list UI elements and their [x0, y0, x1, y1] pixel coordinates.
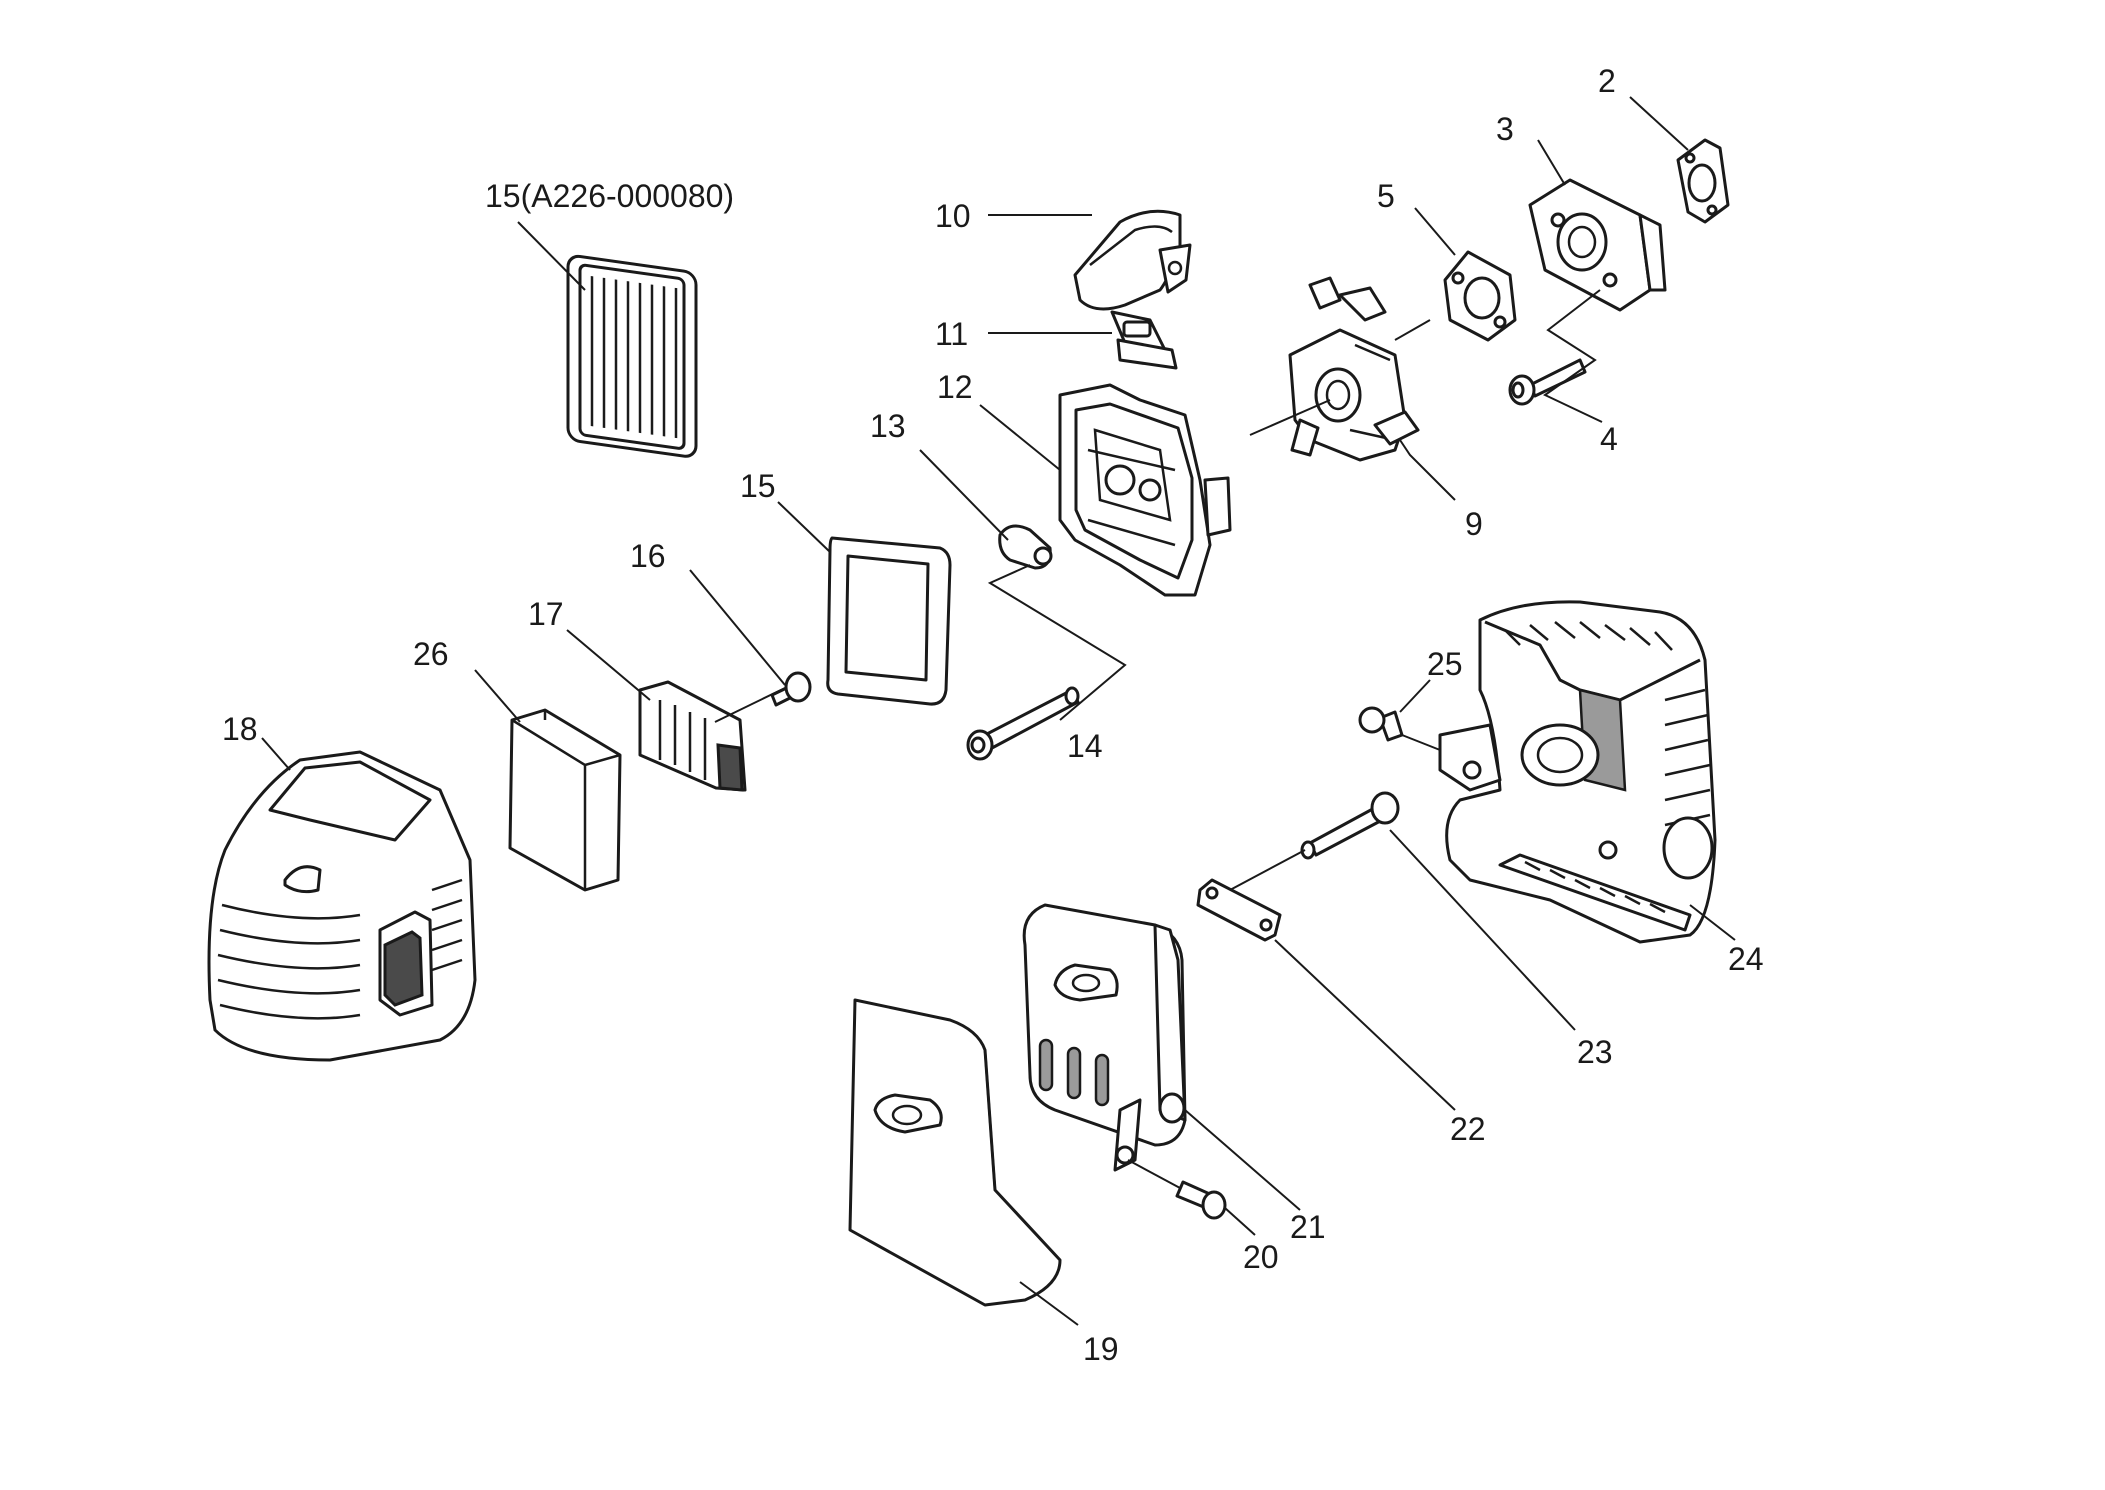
leader-9: [1399, 439, 1456, 501]
callout-22: 22: [1450, 1111, 1486, 1147]
callout-20: 20: [1243, 1239, 1279, 1275]
part-15-alt-pleated-filter: [566, 254, 698, 458]
leader-16b: [714, 687, 786, 723]
part-22-plate: [1196, 878, 1282, 942]
leader-23: [1389, 829, 1576, 1031]
callout-14: 14: [1067, 728, 1103, 764]
part-20-bolt: [1175, 1180, 1227, 1220]
leader-16: [689, 569, 786, 686]
callout-12: 12: [937, 369, 973, 405]
callout-19: 19: [1083, 1331, 1119, 1367]
callout-24: 24: [1728, 941, 1764, 977]
part-17-bracket: [638, 680, 747, 792]
leader-14: [987, 564, 1127, 721]
part-21-muffler: [1022, 903, 1187, 1172]
callout-25: 25: [1427, 646, 1463, 682]
callout-16: 16: [630, 538, 666, 574]
leader-9b: [1249, 399, 1331, 436]
leader-9c: [1394, 319, 1431, 341]
part-12-air-cleaner-case: [1058, 383, 1232, 597]
callout-4: 4: [1600, 421, 1618, 457]
callout-23: 23: [1577, 1034, 1613, 1070]
leader-22b: [1229, 849, 1306, 891]
callout-9: 9: [1465, 506, 1483, 542]
callout-15: 15: [740, 468, 776, 504]
part-4-bolt: [1508, 358, 1587, 406]
leader-2: [1629, 96, 1689, 151]
callout-13: 13: [870, 408, 906, 444]
leader-lines: [261, 96, 1736, 1326]
callout-15-alt: 15(A226-000080): [485, 178, 734, 214]
leader-19: [1019, 1281, 1079, 1326]
part-14-long-bolt: [966, 686, 1080, 761]
part-callouts: 2 3 4 5 9 10 11 12 13 14 15(A226-000080)…: [222, 63, 1764, 1367]
part-24-cylinder-cover: [1438, 600, 1717, 944]
part-15-filter-frame: [826, 536, 952, 706]
leader-20: [1224, 1207, 1256, 1236]
leader-21: [1184, 1109, 1301, 1211]
part-16-screw: [770, 671, 812, 707]
leader-4: [1543, 289, 1603, 423]
leader-3: [1537, 139, 1566, 186]
callout-2: 2: [1598, 63, 1616, 99]
callout-26: 26: [413, 636, 449, 672]
part-19-heat-shield: [848, 998, 1062, 1307]
leader-15: [777, 501, 831, 553]
callout-17: 17: [528, 596, 564, 632]
part-26-foam-block: [508, 708, 622, 892]
part-18-top-cover: [207, 750, 477, 1062]
leader-25b: [1401, 734, 1441, 751]
leader-5: [1414, 207, 1456, 256]
leader-24: [1689, 904, 1736, 941]
callout-3: 3: [1496, 111, 1514, 147]
callout-11: 11: [935, 316, 968, 352]
part-5-gasket: [1443, 250, 1517, 342]
part-3-insulator: [1528, 178, 1667, 312]
part-25-bolt: [1358, 706, 1404, 742]
leader-20b: [1127, 1159, 1181, 1189]
leader-17: [566, 629, 651, 701]
part-23-long-bolt: [1300, 791, 1400, 860]
part-13-small-cap: [998, 524, 1053, 570]
callout-10: 10: [935, 198, 971, 234]
leader-12: [979, 404, 1061, 471]
part-11-latch: [1110, 310, 1178, 370]
callout-21: 21: [1290, 1209, 1326, 1245]
callout-18: 18: [222, 711, 258, 747]
leader-18: [261, 737, 291, 771]
leader-26: [474, 669, 521, 723]
part-9-carburetor: [1288, 276, 1420, 462]
leader-25: [1399, 679, 1431, 713]
callout-5: 5: [1377, 178, 1395, 214]
leader-22: [1274, 939, 1456, 1111]
leader-15a: [517, 221, 586, 291]
leader-13: [919, 449, 1009, 541]
part-10-cap: [1073, 209, 1192, 311]
part-2-gasket: [1676, 138, 1730, 224]
